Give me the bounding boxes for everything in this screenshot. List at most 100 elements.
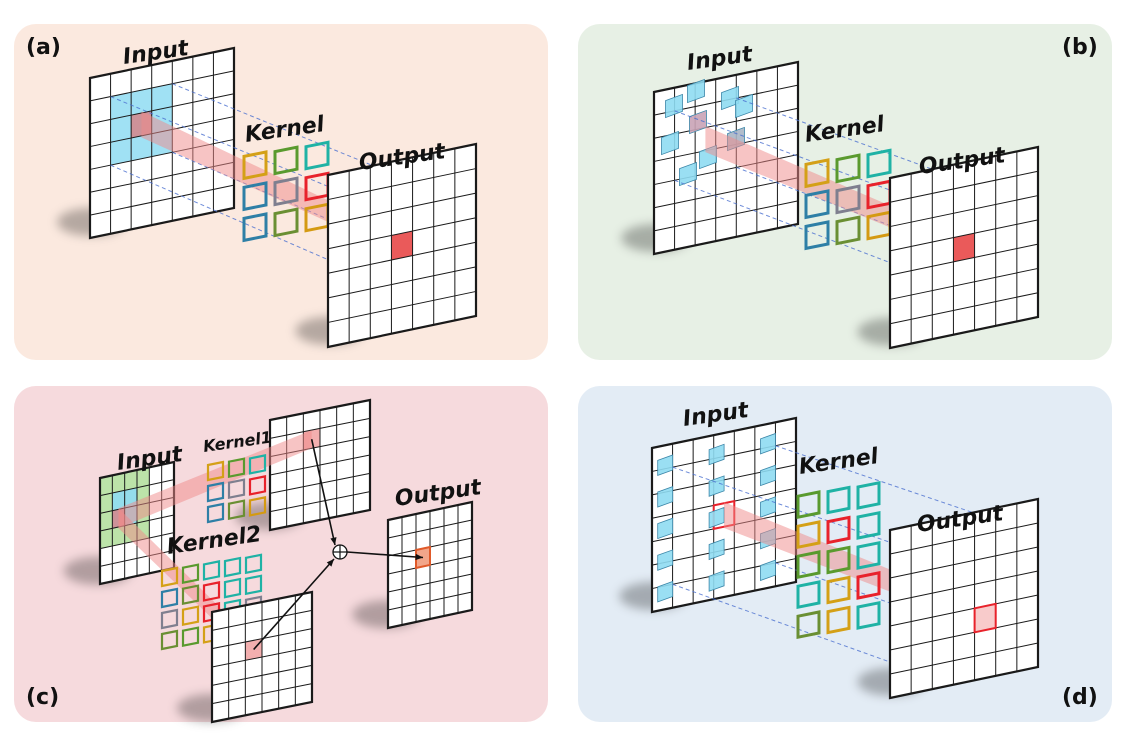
panel-c-kernel1-tile xyxy=(248,454,267,475)
panel-d-output-plane-outlined-cell xyxy=(973,602,997,634)
panel-d-sample-square xyxy=(708,538,725,561)
panel-c-kernel2-output-plane xyxy=(210,590,314,724)
panel-d-kernel-tile xyxy=(826,605,851,635)
panel-a-guide-line xyxy=(110,96,350,196)
panel-c-kernel2-tile xyxy=(160,629,179,651)
panel-b-guide-line xyxy=(674,179,912,272)
panel-b-guide-line xyxy=(674,110,912,199)
panel-b-output-plane-highlight-cell xyxy=(953,233,975,262)
panel-c-arrow-kernel2 xyxy=(253,558,335,651)
panel-c-tag: (c) xyxy=(26,685,59,710)
panel-c-kernel1-tile xyxy=(206,481,225,503)
panel-c-kernel2-tile xyxy=(181,605,200,627)
panel-d-kernel-tile xyxy=(826,575,851,605)
panel-d-kernel-tile xyxy=(856,480,881,510)
panel-b-output-plane-gridline xyxy=(889,243,1039,276)
panel-c-output-plane-outlined-cell xyxy=(415,545,431,570)
panel-c-kernel2-tile xyxy=(223,556,242,578)
panel-d-sample-square xyxy=(657,580,674,603)
panel-d-kernel-tile xyxy=(856,600,881,630)
panel-d-kernel-tile xyxy=(856,540,881,570)
panel-a-guide-line xyxy=(172,83,413,183)
panel-c-kernel2-tile xyxy=(202,560,221,581)
panel-a-kernel-tile xyxy=(304,140,330,171)
panel-b-output-plane-gridline xyxy=(889,170,1039,203)
panel-a-output-plane-gridline xyxy=(327,290,477,323)
panel-a-kernel-tile xyxy=(273,176,299,207)
panel-d-kernel-tile xyxy=(856,510,881,540)
panel-b-kernel-tile xyxy=(804,189,830,220)
panel-a-kernel-tile xyxy=(242,181,268,212)
panel-c-kernel2-tile xyxy=(244,553,263,575)
panel-b-kernel-tile xyxy=(804,158,830,189)
panel-b-input-plane-border xyxy=(652,60,800,256)
panel-a-output-plane-gridline xyxy=(327,217,477,250)
panel-d-sample-square xyxy=(657,486,674,508)
panel-d-output-plane xyxy=(888,497,1040,700)
panel-d-input-plane-border xyxy=(650,416,798,614)
panel-c-arrow-output xyxy=(346,551,424,561)
panel-d-kernel-tile xyxy=(796,610,821,640)
panel-a-output-plane xyxy=(326,142,478,349)
panel-a-input-plane-gridline xyxy=(89,70,235,102)
panel-c-kernel2-output-plane-border xyxy=(210,590,314,724)
panel-c-kernel1-tile xyxy=(248,496,267,517)
panel-c-kernel2-tile xyxy=(160,608,179,630)
panel-a-output-plane-gridline xyxy=(327,266,477,299)
panel-c-kernel1-tile xyxy=(227,457,246,479)
panel-a-input-plane-gridline xyxy=(89,184,235,216)
diagram-front-layer xyxy=(210,142,1040,724)
panel-a-output-plane-gridline xyxy=(327,241,477,274)
panel-d-output-plane-border xyxy=(888,497,1040,700)
panel-c-kernel1-output-plane-gridline xyxy=(269,491,371,513)
panel-d-output-plane-gridline xyxy=(889,594,1039,627)
panel-d-kernel-tile xyxy=(796,550,821,580)
panel-c-kernel2-tile xyxy=(223,577,242,599)
panel-d-kernel xyxy=(796,480,881,640)
panel-b-output-plane-gridline xyxy=(889,219,1039,252)
panel-d-sample-square xyxy=(657,549,674,571)
panel-a-input-plane-border xyxy=(88,46,236,240)
panel-b-kernel-tile xyxy=(804,220,830,251)
panel-c-kernel2-output-plane-gridline xyxy=(211,683,313,705)
panel-d-output-plane-gridline xyxy=(889,570,1039,603)
panel-a-kernel-tile xyxy=(242,150,268,181)
panel-c-arrow-kernel1 xyxy=(310,438,337,546)
sum-node xyxy=(332,544,348,560)
panel-d-sample-square xyxy=(760,464,776,487)
panel-b-sample-square xyxy=(687,78,705,104)
panel-c-kernel1-tile xyxy=(227,499,246,521)
panel-b-sample-square xyxy=(679,161,697,187)
panel-b-output-plane-gridline xyxy=(889,195,1039,228)
panel-d-sample-square xyxy=(657,454,674,476)
panel-d-kernel-tile xyxy=(796,520,821,550)
panel-b-input-plane-gridline xyxy=(653,177,799,209)
panel-c-output-plane xyxy=(386,500,474,630)
panel-b-output-plane-gridline xyxy=(889,267,1039,300)
panel-a-tag: (a) xyxy=(26,35,61,60)
panel-b-kernel-tile xyxy=(835,153,861,184)
panel-c-kernel2-tile xyxy=(160,587,179,609)
panel-b-sample-square xyxy=(735,93,753,119)
panel-d-kernel-tile xyxy=(826,515,851,545)
panel-b-tag: (b) xyxy=(1062,35,1098,60)
panel-c-kernel2-tile xyxy=(181,563,200,585)
panel-b-output-plane-border xyxy=(888,145,1040,350)
panel-d-output-plane-gridline xyxy=(889,618,1039,651)
panel-d-kernel-tile xyxy=(856,570,881,600)
panel-d-sample-square xyxy=(708,570,725,592)
panel-d-sample-square xyxy=(657,517,674,540)
panel-a-kernel-tile xyxy=(273,207,299,238)
panel-d-kernel-tile xyxy=(796,490,821,520)
panel-a-output-plane-gridline xyxy=(327,168,477,201)
panel-a-output-plane-border xyxy=(326,142,478,349)
panel-d-sample-square xyxy=(760,432,776,455)
panel-d-guide-line xyxy=(672,583,912,671)
panel-d-kernel-tile xyxy=(826,485,851,515)
panel-c-arrow-output-shaft xyxy=(346,551,424,559)
panel-d-sample-square xyxy=(708,443,725,466)
panel-c-kernel1-tile xyxy=(248,475,267,496)
panel-b-kernel-tile xyxy=(835,215,861,246)
panel-c-arrow-kernel1-head xyxy=(330,537,337,545)
